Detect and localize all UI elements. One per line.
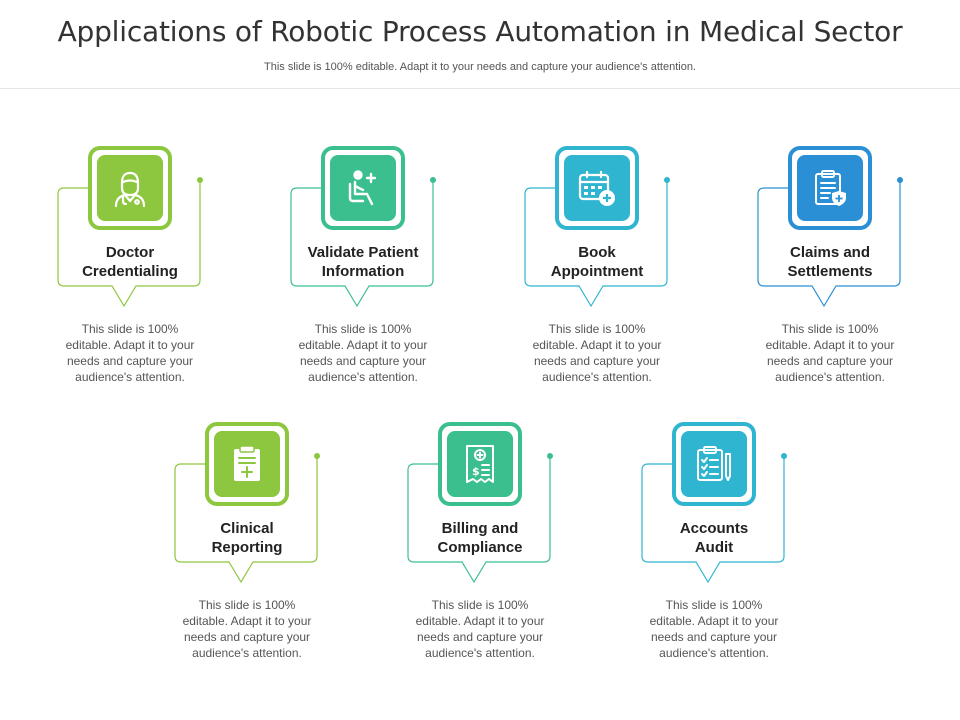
- card-label-line2: Audit: [694, 539, 734, 556]
- card-description: This slide is 100%editable. Adapt it to …: [298, 322, 428, 384]
- icon-inner: $: [447, 431, 513, 497]
- patient-chair-icon: [348, 170, 377, 206]
- icon-inner: [564, 155, 630, 221]
- page-subtitle: This slide is 100% editable. Adapt it to…: [264, 61, 696, 73]
- card-label-line1: Book: [578, 244, 616, 261]
- doctor-icon: [114, 171, 146, 208]
- icon-inner: [681, 431, 747, 497]
- checklist-pen-icon: [697, 446, 731, 481]
- icon-box: [788, 146, 872, 230]
- icon-box: [88, 146, 172, 230]
- icon-box: [321, 146, 405, 230]
- clipboard-plus-icon: [234, 445, 260, 481]
- icon-inner: [214, 431, 280, 497]
- card-label-line1: Claims and: [789, 244, 871, 261]
- card-description: This slide is 100%editable. Adapt it to …: [649, 598, 779, 660]
- calendar-add-icon: [578, 170, 615, 206]
- icon-inner: [330, 155, 396, 221]
- card-label-line2: Reporting: [211, 539, 283, 556]
- icon-box: $: [438, 422, 522, 506]
- icon-box: [672, 422, 756, 506]
- icon-inner: [797, 155, 863, 221]
- card-label-line1: Clinical: [220, 520, 274, 537]
- card-label-line1: Doctor: [105, 244, 155, 261]
- card-label-line2: Information: [321, 263, 405, 280]
- slide-header: Applications of Robotic Process Automati…: [0, 0, 960, 89]
- card-label-line2: Credentialing: [82, 263, 178, 280]
- page-title: Applications of Robotic Process Automati…: [57, 15, 903, 48]
- svg-text:$: $: [472, 465, 480, 478]
- card-description: This slide is 100%editable. Adapt it to …: [415, 598, 545, 660]
- card-description: This slide is 100%editable. Adapt it to …: [532, 322, 662, 384]
- card-description: This slide is 100%editable. Adapt it to …: [65, 322, 195, 384]
- clipboard-shield-icon: [815, 170, 846, 206]
- card-label-line1: Accounts: [679, 520, 749, 537]
- card-label-line2: Appointment: [550, 263, 644, 280]
- icon-box: [555, 146, 639, 230]
- icon-inner: [97, 155, 163, 221]
- card-label-line2: Settlements: [787, 263, 873, 280]
- card-description: This slide is 100%editable. Adapt it to …: [765, 322, 895, 384]
- card-label-line1: Validate Patient: [307, 244, 419, 261]
- card-description: This slide is 100%editable. Adapt it to …: [182, 598, 312, 660]
- icon-box: [205, 422, 289, 506]
- card-label-line2: Compliance: [437, 539, 523, 556]
- medical-bill-icon: $: [466, 445, 494, 483]
- card-label-line1: Billing and: [441, 520, 519, 537]
